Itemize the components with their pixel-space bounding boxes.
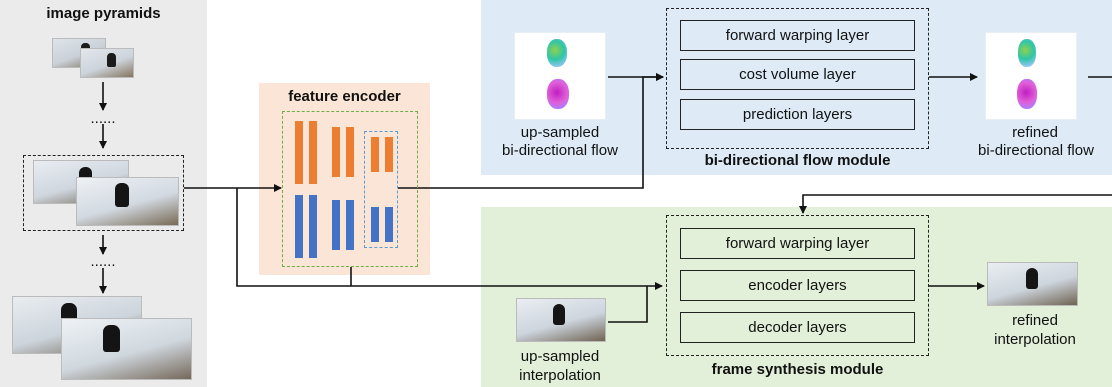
synthesis-output-label-2: interpolation [994, 331, 1076, 348]
flow-output-label-1: refined [1012, 124, 1058, 141]
encoder-block-orange-2b [346, 127, 354, 177]
synthesis-layer-forward-warping: forward warping layer [680, 228, 915, 259]
encoder-block-blue-3b [385, 207, 393, 242]
encoder-block-orange-3b [385, 137, 393, 172]
encoder-block-blue-1a [295, 195, 303, 258]
synthesis-layer-encoder: encoder layers [680, 270, 915, 301]
flow-output-image [985, 32, 1077, 120]
pyramid-dots-top: ...... [90, 110, 116, 127]
pyramid-image-large-2 [61, 318, 192, 380]
feature-encoder-frame [282, 111, 418, 267]
synthesis-input-image [516, 298, 606, 342]
encoder-block-orange-3a [371, 137, 379, 172]
synthesis-input-label-2: interpolation [519, 367, 601, 384]
synthesis-input-label-1: up-sampled [520, 348, 600, 365]
flow-layer-forward-warping: forward warping layer [680, 20, 915, 51]
synthesis-layer-decoder: decoder layers [680, 312, 915, 343]
pyramid-dots-bottom: ...... [90, 253, 116, 270]
flow-module-frame [666, 8, 929, 149]
synthesis-output-image [987, 262, 1078, 306]
encoder-block-blue-1b [309, 195, 317, 258]
pyramid-image-small-2 [80, 48, 134, 78]
flow-output-label-2: bi-directional flow [978, 142, 1094, 159]
flow-layer-prediction: prediction layers [680, 99, 915, 130]
feature-encoder-panel [259, 83, 430, 275]
pyramid-selected-level [23, 155, 184, 231]
flow-input-label-1: up-sampled [520, 124, 600, 141]
feature-encoder-title: feature encoder [288, 88, 401, 105]
encoder-block-blue-2a [332, 200, 340, 250]
pyramid-title: image pyramids [46, 5, 161, 22]
synthesis-output-label-1: refined [1012, 312, 1058, 329]
encoder-block-blue-3a [371, 207, 379, 242]
flow-input-image [514, 32, 606, 120]
encoder-block-orange-1b [309, 121, 317, 184]
encoder-block-orange-2a [332, 127, 340, 177]
synthesis-module-frame [666, 215, 929, 356]
pyramid-image-medium-2 [76, 177, 179, 226]
encoder-block-blue-2b [346, 200, 354, 250]
flow-module-name: bi-directional flow module [704, 152, 891, 169]
flow-layer-cost-volume: cost volume layer [680, 59, 915, 90]
feature-encoder-final-stage [364, 131, 398, 248]
synthesis-module-name: frame synthesis module [711, 361, 884, 378]
flow-input-label-2: bi-directional flow [502, 142, 618, 159]
encoder-block-orange-1a [295, 121, 303, 184]
